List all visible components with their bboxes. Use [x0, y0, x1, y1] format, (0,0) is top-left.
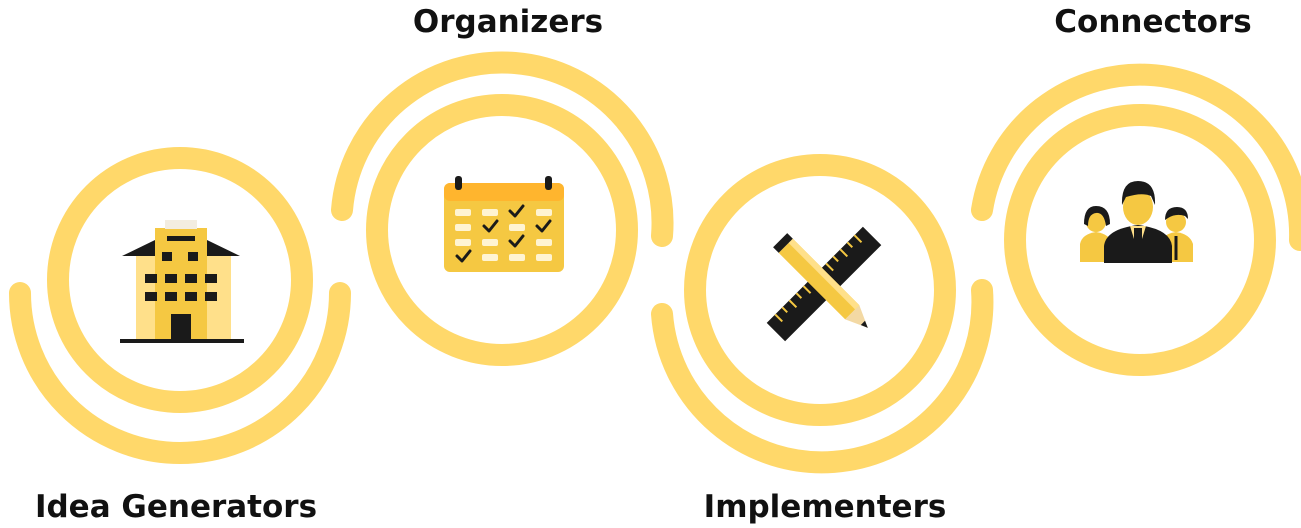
people-group-icon	[1080, 181, 1193, 263]
stage-label-implementers: Implementers	[703, 489, 947, 525]
stage-3-outer-arc	[651, 279, 994, 474]
stage-label-idea-generators: Idea Generators	[34, 489, 318, 525]
stage-label-organizers: Organizers	[412, 4, 604, 40]
calendar-checklist-icon	[444, 176, 564, 272]
stage-1-outer-arc	[9, 282, 351, 464]
stage-2-outer-arc	[331, 51, 674, 247]
office-building-icon	[120, 220, 244, 343]
pencil-ruler-icon	[766, 226, 882, 342]
stage-2-inner-ring	[366, 94, 638, 366]
stage-3-inner-ring	[684, 154, 956, 426]
stage-4-inner-ring	[1004, 104, 1276, 376]
stage-1-inner-ring	[47, 147, 313, 413]
stage-label-connectors: Connectors	[1054, 4, 1252, 40]
stage-4-outer-arc	[971, 63, 1301, 251]
